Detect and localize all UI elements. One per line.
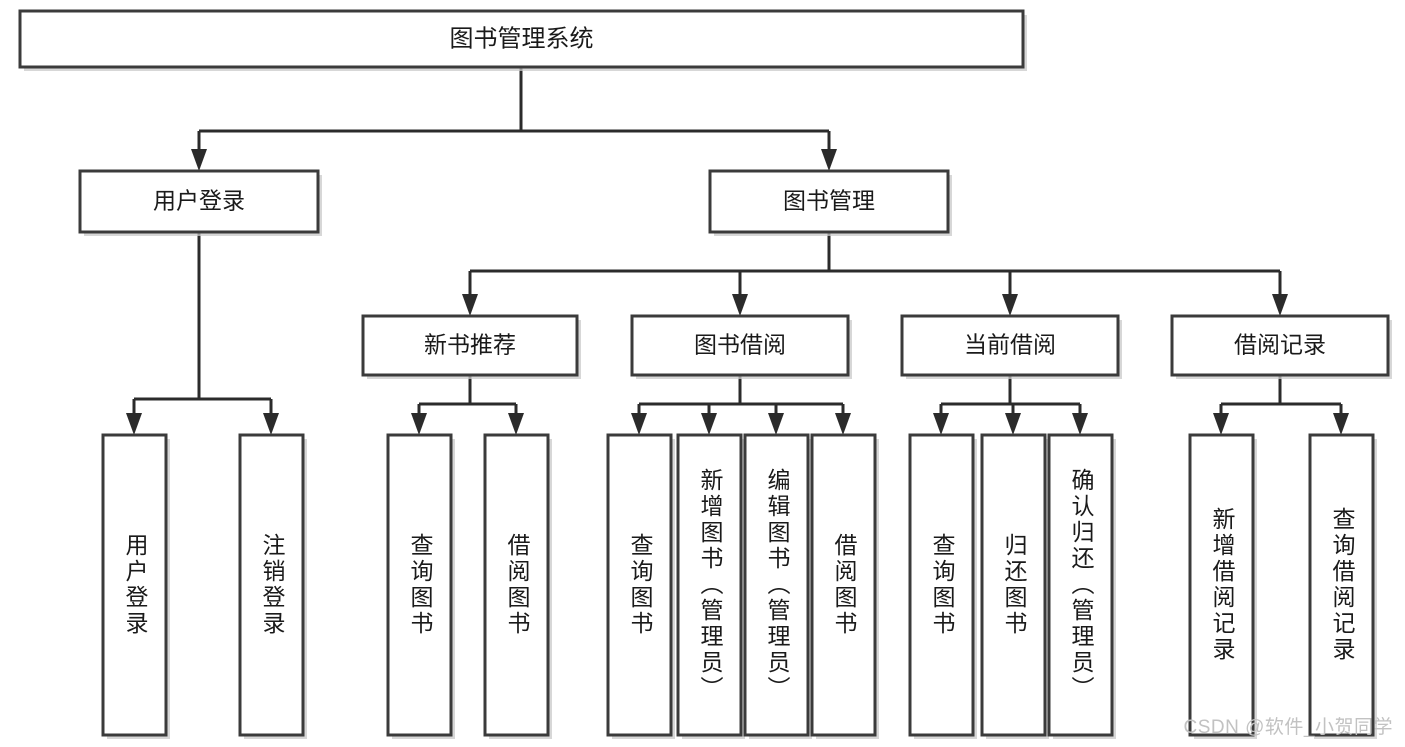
leaf-box-leaf-return-book[interactable]	[980, 433, 1047, 737]
node-label-borrow-record: 借阅记录	[1234, 332, 1326, 358]
node-box-new-book-recommend[interactable]	[361, 314, 579, 377]
arrow-head-icon	[701, 413, 717, 435]
arrow-head-icon	[411, 413, 427, 435]
arrow-head-icon	[191, 149, 207, 171]
arrow-head-icon	[508, 413, 524, 435]
leaf-box-leaf-user-login[interactable]	[101, 433, 168, 737]
watermark-text: CSDN @软件_小贺同学	[1183, 717, 1393, 738]
node-box-user-login[interactable]	[78, 169, 320, 234]
node-user-login[interactable]: 用户登录	[78, 169, 322, 236]
leaf-node-leaf-query-book-borrow[interactable]	[606, 433, 675, 739]
leaf-box-leaf-query-book-recommend[interactable]	[386, 433, 453, 737]
leaf-box-leaf-query-book-current[interactable]	[908, 433, 975, 737]
leaf-node-leaf-add-book-admin[interactable]	[676, 433, 745, 739]
node-borrow-record[interactable]: 借阅记录	[1170, 314, 1392, 379]
arrow-head-icon	[821, 149, 837, 171]
arrow-head-icon	[835, 413, 851, 435]
connector-group-borrow_to_leaves	[631, 375, 851, 435]
arrow-head-icon	[631, 413, 647, 435]
arrow-head-icon	[126, 413, 142, 435]
node-box-book-borrow[interactable]	[630, 314, 850, 377]
leaf-box-leaf-borrow-book[interactable]	[810, 433, 877, 737]
arrow-head-icon	[1333, 413, 1349, 435]
arrow-head-icon	[1213, 413, 1229, 435]
connector-group-user_login_to_leaves	[126, 232, 279, 435]
node-book-management[interactable]: 图书管理	[708, 169, 952, 236]
arrow-head-icon	[462, 294, 478, 316]
connector-group-current_to_leaves	[933, 375, 1088, 435]
leaf-node-leaf-query-book-current[interactable]	[908, 433, 977, 739]
leaf-box-leaf-query-book-borrow[interactable]	[606, 433, 673, 737]
leaf-node-leaf-edit-book-admin[interactable]	[743, 433, 812, 739]
node-book-borrow[interactable]: 图书借阅	[630, 314, 852, 379]
connector-group-record_to_leaves	[1213, 375, 1349, 435]
leaf-node-leaf-borrow-book[interactable]	[810, 433, 879, 739]
node-box-book-management[interactable]	[708, 169, 950, 234]
node-new-book-recommend[interactable]: 新书推荐	[361, 314, 581, 379]
node-label-current-borrow: 当前借阅	[964, 332, 1056, 358]
leaf-box-leaf-add-borrow-record[interactable]	[1188, 433, 1255, 737]
node-current-borrow[interactable]: 当前借阅	[900, 314, 1122, 379]
arrow-head-icon	[1072, 413, 1088, 435]
node-root[interactable]: 图书管理系统	[18, 9, 1027, 71]
arrow-head-icon	[1005, 413, 1021, 435]
arrow-head-icon	[933, 413, 949, 435]
node-label-root: 图书管理系统	[450, 25, 594, 52]
leaf-node-leaf-user-login[interactable]	[101, 433, 170, 739]
leaf-box-leaf-confirm-return-admin[interactable]	[1047, 433, 1114, 737]
node-box-root[interactable]	[18, 9, 1025, 69]
leaf-box-leaf-user-logout[interactable]	[238, 433, 305, 737]
leaf-box-leaf-edit-book-admin[interactable]	[743, 433, 810, 737]
node-label-user-login: 用户登录	[153, 188, 245, 214]
connector-group-recommend_to_leaves	[411, 375, 524, 435]
arrow-head-icon	[263, 413, 279, 435]
leaf-box-leaf-borrow-book-recommend[interactable]	[483, 433, 550, 737]
connector-layer	[126, 67, 1349, 435]
leaf-node-leaf-user-logout[interactable]	[238, 433, 307, 739]
node-label-book-borrow: 图书借阅	[694, 332, 786, 358]
node-label-new-book-recommend: 新书推荐	[424, 332, 516, 358]
leaf-box-leaf-query-borrow-record[interactable]	[1308, 433, 1375, 737]
node-box-current-borrow[interactable]	[900, 314, 1120, 377]
arrow-head-icon	[768, 413, 784, 435]
leaf-node-leaf-query-book-recommend[interactable]	[386, 433, 455, 739]
arrow-head-icon	[1272, 294, 1288, 316]
arrow-head-icon	[732, 294, 748, 316]
node-label-book-management: 图书管理	[783, 188, 875, 214]
leaf-node-leaf-confirm-return-admin[interactable]	[1047, 433, 1116, 739]
node-box-borrow-record[interactable]	[1170, 314, 1390, 377]
leaf-node-leaf-borrow-book-recommend[interactable]	[483, 433, 552, 739]
leaf-node-leaf-add-borrow-record[interactable]	[1188, 433, 1257, 739]
connector-group-root_to_level2	[191, 67, 837, 171]
connector-group-level2_to_level3	[462, 232, 1288, 316]
leaf-node-leaf-return-book[interactable]	[980, 433, 1049, 739]
leaf-node-leaf-query-borrow-record[interactable]	[1308, 433, 1377, 739]
arrow-head-icon	[1002, 294, 1018, 316]
leaf-box-leaf-add-book-admin[interactable]	[676, 433, 743, 737]
